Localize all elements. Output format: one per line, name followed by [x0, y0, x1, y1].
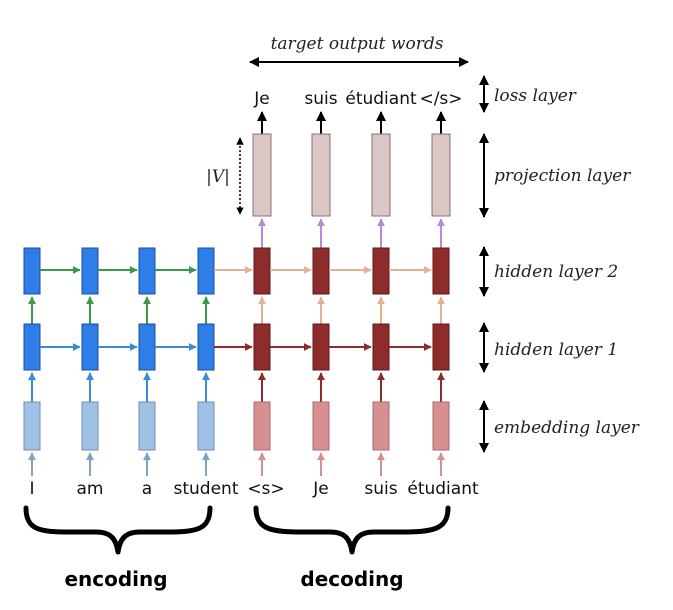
input-word: Je — [312, 479, 328, 499]
decoder-cell — [312, 323, 330, 371]
output-arrows — [257, 111, 446, 134]
input-word: suis — [364, 479, 397, 499]
input-word: étudiant — [407, 479, 479, 499]
projection-boxes — [252, 133, 451, 217]
input-word: I — [29, 479, 34, 499]
encoder-cell — [23, 323, 41, 371]
encoder-cell — [197, 323, 215, 371]
decoding-label: decoding — [300, 567, 403, 591]
target-words: Je suis étudiant </s> — [253, 89, 462, 109]
encoder-cell — [81, 323, 99, 371]
target-word: </s> — [419, 89, 462, 109]
input-word: <s> — [247, 479, 284, 499]
decoding-brace — [253, 505, 451, 555]
decoder-cell — [253, 323, 271, 371]
encoder-hidden1 — [23, 323, 215, 371]
vocab-size-label: |V| — [206, 167, 230, 187]
decoder-hidden2 — [253, 247, 450, 295]
decoder-embedding — [253, 401, 450, 451]
input-arrows — [28, 452, 445, 476]
decoder-embedding-box — [372, 401, 390, 451]
projection-box — [252, 133, 272, 217]
input-word: am — [77, 479, 104, 499]
decoder-embedding-box — [253, 401, 271, 451]
hidden1-to-hidden2-arrows — [28, 296, 445, 324]
decoder-hidden1 — [253, 323, 450, 371]
projection-layer-label: projection layer — [494, 166, 631, 186]
hidden1-layer-label: hidden layer 1 — [494, 340, 618, 360]
decoder-cell — [312, 247, 330, 295]
decoder-cell — [253, 247, 271, 295]
target-word: Je — [253, 89, 269, 109]
decoder-cell — [372, 247, 390, 295]
encoder-embedding-box — [81, 401, 99, 451]
encoding-label: encoding — [64, 567, 167, 591]
encoder-embedding-box — [23, 401, 41, 451]
projection-box — [311, 133, 331, 217]
embedding-layer-label: embedding layer — [494, 418, 640, 438]
loss-layer-label: loss layer — [494, 86, 577, 106]
input-word: a — [142, 479, 152, 499]
target-output-label: target output words — [271, 34, 444, 54]
encoder-embedding-box — [197, 401, 215, 451]
encoding-brace — [23, 505, 213, 555]
decoder-embedding-box — [312, 401, 330, 451]
encoder-embedding-box — [138, 401, 156, 451]
input-word: student — [174, 479, 239, 499]
projection-box — [371, 133, 391, 217]
embedding-to-hidden1-arrows — [28, 372, 445, 402]
input-words: I am a student <s> Je suis étudiant — [29, 479, 478, 499]
projection-box — [431, 133, 451, 217]
layer-labels: loss layer projection layer hidden layer… — [479, 75, 640, 453]
target-word: suis — [304, 89, 337, 109]
encoder-hidden2 — [23, 247, 215, 295]
decoder-cell — [432, 247, 450, 295]
encoder-cell — [197, 247, 215, 295]
encoder-cell — [138, 247, 156, 295]
encoder-embedding — [23, 401, 215, 451]
encoder-cell — [23, 247, 41, 295]
encoder-cell — [81, 247, 99, 295]
projection-arrows — [258, 218, 445, 248]
decoder-cell — [432, 323, 450, 371]
target-word: étudiant — [345, 89, 417, 109]
decoder-cell — [372, 323, 390, 371]
hidden2-layer-label: hidden layer 2 — [494, 262, 618, 282]
decoder-embedding-box — [432, 401, 450, 451]
encoder-cell — [138, 323, 156, 371]
